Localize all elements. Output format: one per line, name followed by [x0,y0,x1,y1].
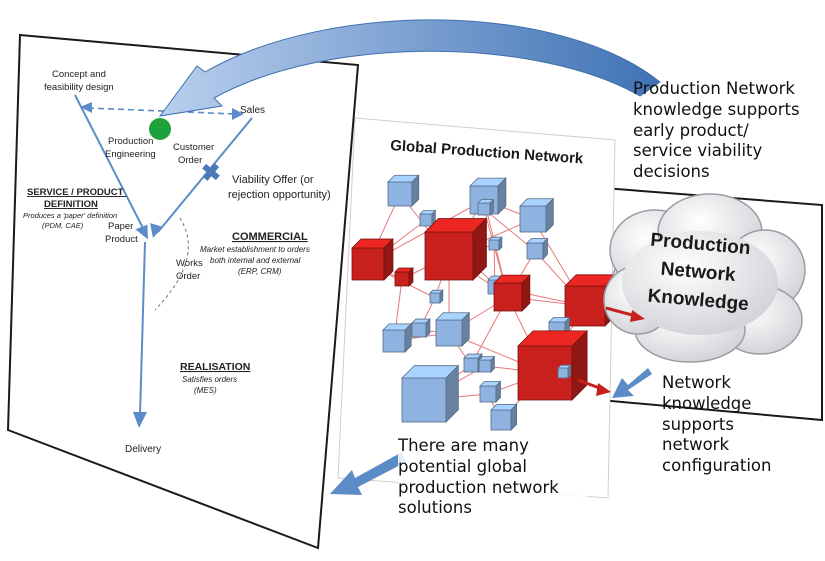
network-node-blue [479,380,502,403]
sales-label: Sales [240,105,265,116]
network-node-blue [382,322,413,353]
network-node-blue [519,197,555,233]
process-panel: Concept and feasibility design Sales Pro… [6,33,360,550]
paper-arrowhead [135,224,148,240]
network-node-blue [557,364,572,379]
network-node-red [394,267,414,287]
service-product-desc: Produces a 'paper' definition (PDM, CAE) [23,211,119,230]
delivery-arrowhead [133,412,147,428]
network-node-blue [387,174,420,207]
network-node-blue [478,355,496,373]
concept-to-paper-arrow [74,94,146,233]
network-node-blue [401,364,460,423]
network-panel: Global Production Network [337,117,618,499]
network-node-blue [429,289,444,304]
production-engineering-label: Production Engineering [105,136,156,160]
sales-arrowhead [150,223,163,238]
network-node-blue [490,403,518,431]
network-node-blue [419,209,437,227]
caption-viability-knowledge: Production Network knowledge supports ea… [633,79,800,182]
bottom-blue-arrow [330,452,406,495]
works-order-label: Works Order [176,258,205,282]
top-arc-arrow [158,19,661,117]
realisation-heading: REALISATION [180,361,250,373]
viability-offer-label: Viability Offer (or rejection opportunit… [228,174,331,201]
network-node-red [424,217,488,281]
works-order-dashed-curve [154,217,189,311]
knowledge-cloud: Production Network Knowledge [603,193,806,363]
network-node-red [564,273,618,327]
concept-sales-dashed-arrow [87,107,236,115]
network-node-blue [411,318,431,338]
dashed-arrowhead-left [80,102,92,113]
network-node-blue [526,237,549,260]
concept-label: Concept and feasibility design [44,69,114,93]
caption-network-configuration: Network knowledge supports network confi… [662,373,772,476]
delivery-arrow [139,241,146,416]
network-node-blue [477,198,495,216]
cloud-label: Production Network Knowledge [645,230,757,316]
network-node-blue [488,236,503,251]
red-arrows [577,306,645,396]
network-node-red [517,329,589,401]
right-blue-arrow [612,368,652,398]
realisation-desc: Satisfies orders (MES) [182,375,239,395]
network-node-red [351,238,394,281]
delivery-label: Delivery [125,444,161,455]
commercial-heading: COMMERCIAL [232,231,308,243]
network-edge [483,208,536,252]
paper-product-label: Paper Product [105,221,138,245]
network-node-blue [435,311,471,347]
network-node-red [493,274,531,312]
cross-icon [202,163,220,181]
dashed-arrowhead-right [232,108,244,120]
commercial-desc: Market establishment to orders both inte… [200,245,312,276]
service-product-heading: SERVICE / PRODUCT DEFINITION [27,187,126,210]
customer-order-label: Customer Order [173,142,217,166]
green-dot [149,118,171,140]
caption-network-solutions: There are many potential global producti… [398,436,588,520]
network-nodes [351,174,618,431]
